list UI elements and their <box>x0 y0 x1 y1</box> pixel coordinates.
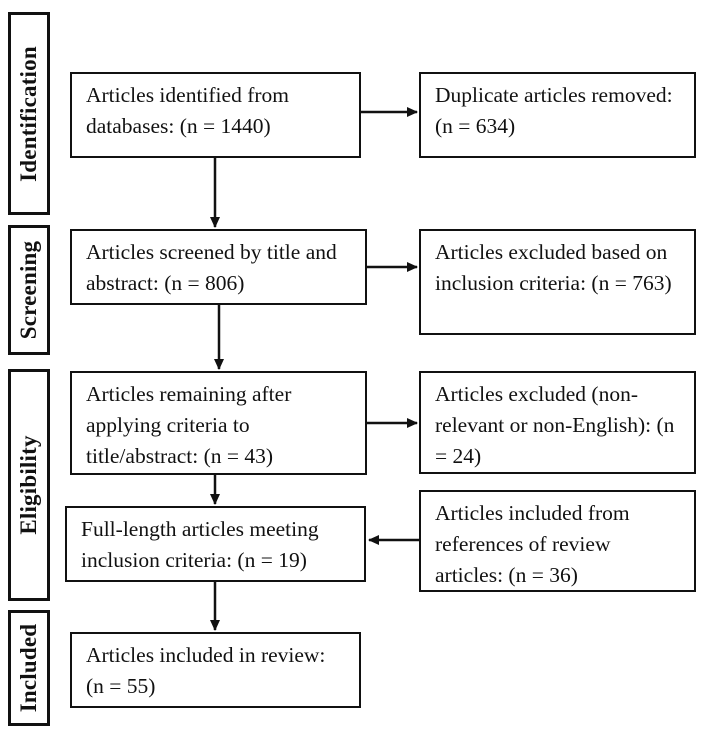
stage-eligibility: Eligibility <box>8 369 50 601</box>
box-articles-identified: Articles identified from databases: (n =… <box>70 72 361 158</box>
box-excluded-nonrelevant: Articles excluded (non-relevant or non-E… <box>419 371 696 474</box>
stage-included: Included <box>8 610 50 726</box>
box-fulllength-articles: Full-length articles meeting inclusion c… <box>65 506 366 582</box>
box-duplicates-removed: Duplicate articles removed: (n = 634) <box>419 72 696 158</box>
stage-screening: Screening <box>8 225 50 355</box>
box-excluded-criteria: Articles excluded based on inclusion cri… <box>419 229 696 335</box>
box-articles-remaining: Articles remaining after applying criter… <box>70 371 367 475</box>
stage-identification: Identification <box>8 12 50 215</box>
box-articles-included: Articles included in review: (n = 55) <box>70 632 361 708</box>
box-articles-screened: Articles screened by title and abstract:… <box>70 229 367 305</box>
box-included-from-references: Articles included from references of rev… <box>419 490 696 592</box>
